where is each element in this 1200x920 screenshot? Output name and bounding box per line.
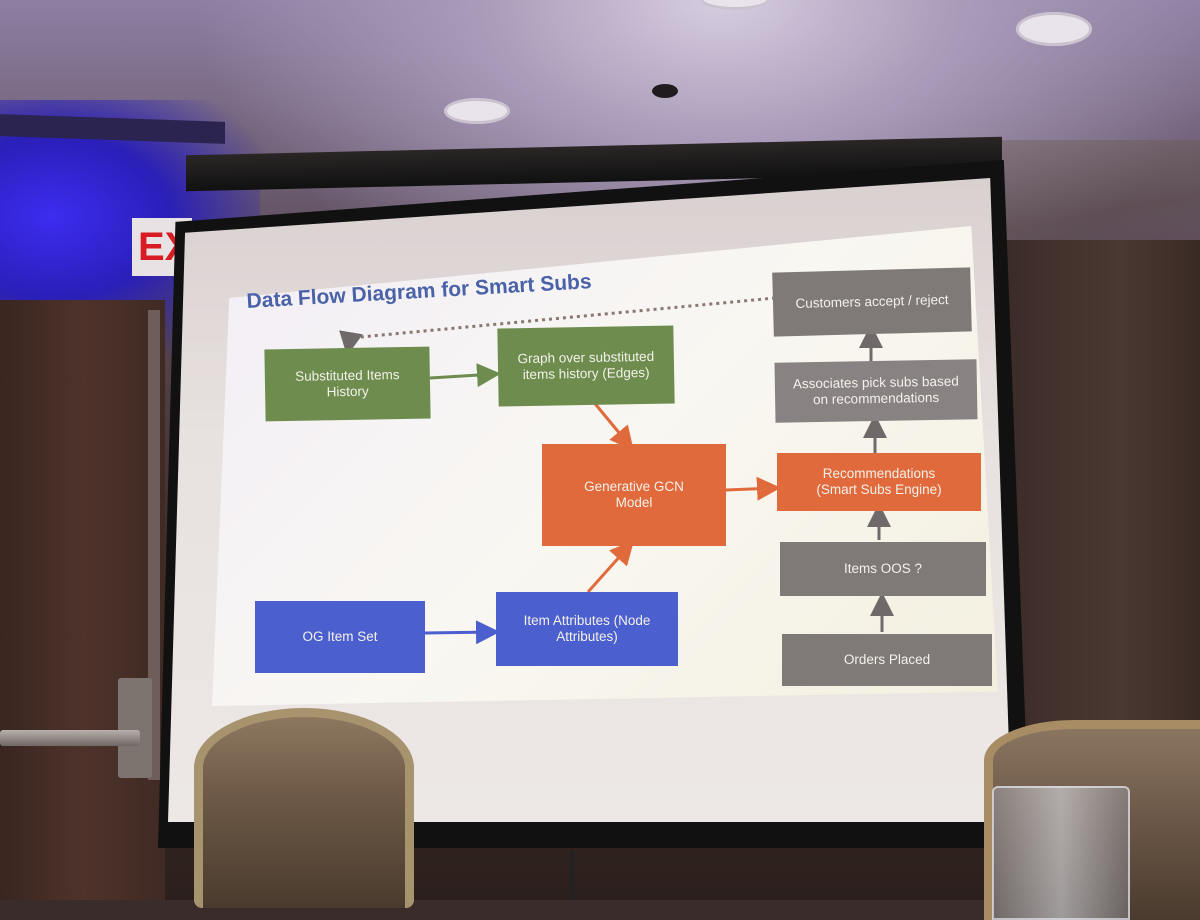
box-label: Graph over substituted items history (Ed… <box>517 348 655 383</box>
chair-back <box>194 708 414 908</box>
door-latch <box>118 678 152 778</box>
box-item-attributes: Item Attributes (Node Attributes) <box>496 592 678 666</box>
box-label: Items OOS ? <box>843 560 923 576</box>
box-label: Recommendations (Smart Subs Engine) <box>816 465 942 497</box>
box-og-item-set: OG Item Set <box>255 601 425 673</box>
box-customers-accept-reject: Customers accept / reject <box>772 267 972 337</box>
box-recommendations: Recommendations (Smart Subs Engine) <box>777 453 981 511</box>
ceiling-sprinkler <box>652 84 678 98</box>
box-label: Item Attributes (Node Attributes) <box>523 612 651 644</box>
box-label: Associates pick subs based on recommenda… <box>792 373 959 408</box>
box-label: Orders Placed <box>843 651 931 667</box>
wall-panel <box>1000 240 1200 800</box>
ceiling-light <box>1016 12 1092 46</box>
box-orders-placed: Orders Placed <box>782 634 992 686</box>
box-substituted-items-history: Substituted Items History <box>264 346 431 422</box>
door-push-bar <box>0 730 140 746</box>
door-frame <box>148 310 160 780</box>
box-label: Customers accept / reject <box>795 291 949 311</box>
box-label: Substituted Items History <box>295 366 400 400</box>
box-graph-history: Graph over substituted items history (Ed… <box>497 325 675 407</box>
ceiling-light <box>700 0 770 10</box>
box-label: Generative GCN Model <box>584 478 684 510</box>
box-associates-pick-subs: Associates pick subs based on recommenda… <box>774 359 978 423</box>
water-glass <box>992 786 1130 920</box>
box-label: OG Item Set <box>302 628 378 644</box>
ceiling-light <box>444 98 510 124</box>
door <box>0 300 165 900</box>
box-items-oos: Items OOS ? <box>780 542 986 596</box>
screen-tripod <box>570 850 574 900</box>
box-generative-gcn-model: Generative GCN Model <box>542 444 726 546</box>
